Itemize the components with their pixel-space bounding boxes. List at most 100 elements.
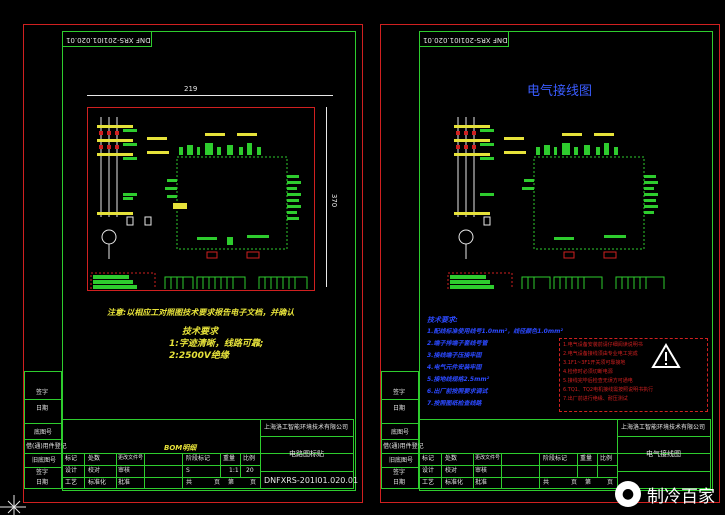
right-side-cell-2: 日期 bbox=[393, 405, 406, 412]
left-stage-value: S bbox=[186, 467, 190, 474]
left-tb-line bbox=[220, 453, 221, 477]
left-inner-frame bbox=[62, 31, 356, 491]
right-tb-label-page: 页 bbox=[571, 479, 578, 486]
left-tb-label-qty: 处数 bbox=[88, 455, 101, 462]
left-drawing-code: DNFXRS-201I01.020.01 bbox=[264, 476, 359, 485]
right-side-row-line bbox=[381, 399, 419, 400]
left-tb-label-nth: 第 bbox=[228, 479, 235, 486]
left-tb-label-review: 审核 bbox=[118, 467, 131, 474]
right-side-row-line bbox=[381, 467, 419, 468]
right-note-7: 7.按照图纸检查线路 bbox=[427, 400, 482, 407]
left-side-row-line bbox=[24, 399, 62, 400]
right-warn-line-2: 2.电气设备接线须由专业电工完成 bbox=[563, 351, 638, 357]
left-dim-width: 219 bbox=[184, 85, 198, 93]
right-side-cell-5: 旧底图号 bbox=[389, 457, 414, 464]
left-tech-title: 技术要求 bbox=[182, 327, 219, 337]
right-warn-line-4: 4.检修时必须切断电源 bbox=[563, 369, 613, 375]
left-side-cell-7: 日期 bbox=[36, 479, 49, 486]
left-drawing-name: 电路图标贴 bbox=[289, 450, 324, 458]
right-tb-label-review: 审核 bbox=[475, 467, 488, 474]
right-tb-line bbox=[539, 477, 617, 478]
left-tb-label-design: 设计 bbox=[65, 467, 78, 474]
left-tb-label-weight: 重量 bbox=[223, 455, 236, 462]
wechat-icon: ● bbox=[615, 481, 641, 507]
left-dim-height: 370 bbox=[330, 193, 339, 208]
right-drawing-sheet: DNF XRS-201I01.020.01 电气接线图 bbox=[380, 24, 720, 503]
right-tb-label-doc: 更改文件号 bbox=[475, 455, 501, 461]
right-note-2: 2.端子排端子套线号管 bbox=[427, 340, 488, 347]
left-tb-label-std: 标准化 bbox=[88, 479, 107, 486]
right-side-row-line bbox=[381, 453, 419, 454]
left-tb-line bbox=[116, 453, 117, 489]
left-side-cell-6: 签字 bbox=[36, 469, 49, 476]
right-tb-line bbox=[577, 453, 578, 477]
right-tb-line bbox=[441, 453, 442, 489]
left-top-code: DNF XRS-201I01.020.01 bbox=[66, 36, 151, 44]
left-tb-line bbox=[62, 465, 182, 466]
left-tb-line bbox=[182, 477, 260, 478]
right-warn-line-6: 6.TQ1、TQ2电机接线需按照说明书执行 bbox=[563, 387, 654, 393]
right-tb-label-check: 校对 bbox=[445, 467, 458, 474]
right-side-cell-7: 日期 bbox=[393, 479, 406, 486]
right-warning-box bbox=[559, 338, 708, 412]
left-weight-value: 20 bbox=[246, 467, 254, 474]
left-tb-label-scale: 比例 bbox=[243, 455, 256, 462]
right-tb-label-approve: 批准 bbox=[475, 479, 488, 486]
right-tb-line bbox=[473, 453, 474, 489]
right-top-code: DNF XRS-201I01.020.01 bbox=[423, 36, 508, 44]
right-tb-line bbox=[617, 436, 711, 437]
left-tb-line bbox=[62, 477, 182, 478]
left-tb-line bbox=[240, 453, 241, 477]
ucs-crosshair-icon bbox=[0, 495, 26, 515]
right-tb-label-stage: 阶段标记 bbox=[543, 455, 568, 462]
left-side-row-line bbox=[24, 467, 62, 468]
right-side-row-line bbox=[381, 423, 419, 424]
right-tb-line bbox=[597, 453, 598, 477]
left-dim-vline bbox=[326, 107, 327, 287]
left-scale-value: 1:1 bbox=[229, 467, 239, 474]
right-side-column bbox=[381, 371, 419, 489]
left-tb-label-craft: 工艺 bbox=[65, 479, 78, 486]
left-drawing-sheet: DNF XRS-201I01.020.01 219 370 bbox=[23, 24, 363, 503]
left-tb-label-page2: 页 bbox=[250, 479, 257, 486]
left-note-line: 注意:以相应工对照图技术要求报告电子文档，并确认 bbox=[107, 308, 295, 317]
right-note-5: 5.接地线规格2.5mm² bbox=[427, 376, 490, 383]
left-bom-stamp: BOM明细 bbox=[164, 444, 197, 452]
left-tb-line bbox=[182, 465, 260, 466]
right-top-code-box bbox=[419, 31, 509, 47]
right-tb-line bbox=[617, 471, 711, 472]
left-tech-item-2: 2:2500V绝缘 bbox=[169, 351, 229, 361]
right-tb-label-weight: 重量 bbox=[580, 455, 593, 462]
left-schematic-diagram bbox=[90, 117, 308, 289]
right-tb-line bbox=[539, 465, 617, 466]
right-note-6: 6.出厂前按照要求调试 bbox=[427, 388, 488, 395]
left-tb-label-approve: 批准 bbox=[118, 479, 131, 486]
right-side-cell-3: 底图号 bbox=[391, 429, 410, 436]
left-tb-label-mark: 标记 bbox=[65, 455, 78, 462]
right-warn-line-7: 7.出厂前进行绝缘、耐压测试 bbox=[563, 396, 628, 402]
left-side-column bbox=[24, 371, 62, 489]
left-tb-line bbox=[62, 453, 354, 454]
right-side-row-line bbox=[381, 439, 419, 440]
right-drawing-title: 电气接线图 bbox=[527, 84, 593, 99]
right-warn-line-5: 5.接线完毕后检查无误方可通电 bbox=[563, 378, 633, 384]
right-inner-frame bbox=[419, 31, 713, 491]
right-warn-line-3: 3.1F1~3F1开关须可靠接地 bbox=[563, 360, 626, 366]
right-tb-line bbox=[501, 453, 502, 489]
left-side-row-line bbox=[24, 453, 62, 454]
right-tb-line bbox=[539, 453, 540, 489]
right-note-3: 3.接线端子压接牢固 bbox=[427, 352, 482, 359]
left-dim-line bbox=[87, 95, 333, 96]
left-side-cell-3: 底图号 bbox=[34, 429, 53, 436]
right-tb-label-page2: 页 bbox=[607, 479, 614, 486]
right-side-cell-4: 借(通)用件登记 bbox=[383, 443, 424, 450]
right-tb-label-nth: 第 bbox=[585, 479, 592, 486]
right-note-1: 1.配线标准使用线号1.0mm²，线径颜色1.0mm² bbox=[427, 328, 563, 335]
left-tb-line bbox=[260, 471, 354, 472]
watermark: ● 制冷百家 bbox=[615, 481, 715, 507]
left-company-name: 上海洛工智能环境技术有限公司 bbox=[264, 424, 349, 431]
left-tech-item-1: 1:字迹清晰，线路可靠; bbox=[169, 339, 264, 349]
right-side-cell-1: 签字 bbox=[393, 389, 406, 396]
right-tb-label-total: 共 bbox=[543, 479, 550, 486]
right-tb-line bbox=[419, 477, 539, 478]
